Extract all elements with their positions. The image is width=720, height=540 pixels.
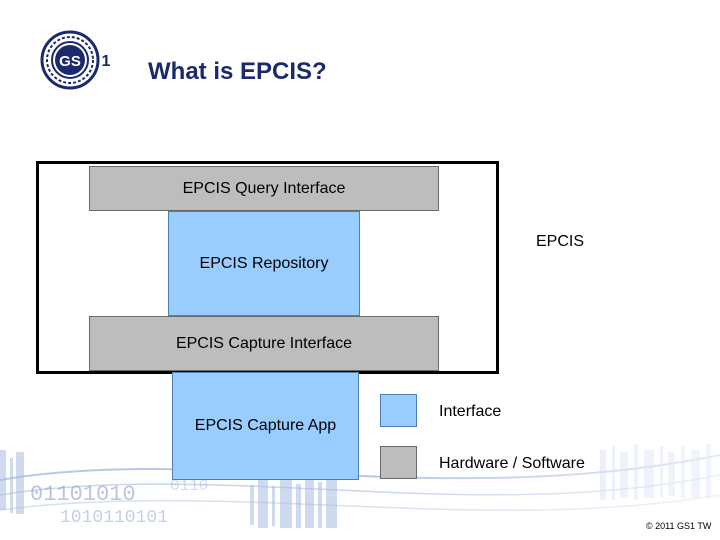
slide-title: What is EPCIS? bbox=[148, 58, 327, 85]
svg-text:1: 1 bbox=[102, 53, 111, 70]
legend-swatch-hardware-software bbox=[380, 446, 417, 479]
legend-label-hardware-software: Hardware / Software bbox=[439, 455, 585, 472]
epcis-frame-label: EPCIS bbox=[536, 233, 585, 250]
repository-label: EPCIS Repository bbox=[199, 254, 329, 272]
epcis-repository-box: EPCIS Repository bbox=[168, 211, 360, 316]
gs1-logo: GS 1 bbox=[40, 30, 111, 90]
epcis-capture-interface-box: EPCIS Capture Interface bbox=[89, 316, 439, 371]
decorative-barcode-band: 01101010 1010110101 0110 bbox=[0, 440, 720, 540]
epcis-capture-app-box: EPCIS Capture App bbox=[172, 372, 359, 480]
copyright-text: © 2011 GS1 TW bbox=[646, 521, 712, 531]
capture-app-label: EPCIS Capture App bbox=[194, 417, 337, 434]
epcis-query-interface-box: EPCIS Query Interface bbox=[89, 166, 439, 211]
svg-text:GS: GS bbox=[59, 53, 81, 70]
legend-swatch-interface bbox=[380, 394, 417, 427]
legend-label-interface: Interface bbox=[439, 403, 502, 420]
capture-interface-label: EPCIS Capture Interface bbox=[175, 334, 353, 352]
query-interface-label: EPCIS Query Interface bbox=[182, 179, 346, 197]
